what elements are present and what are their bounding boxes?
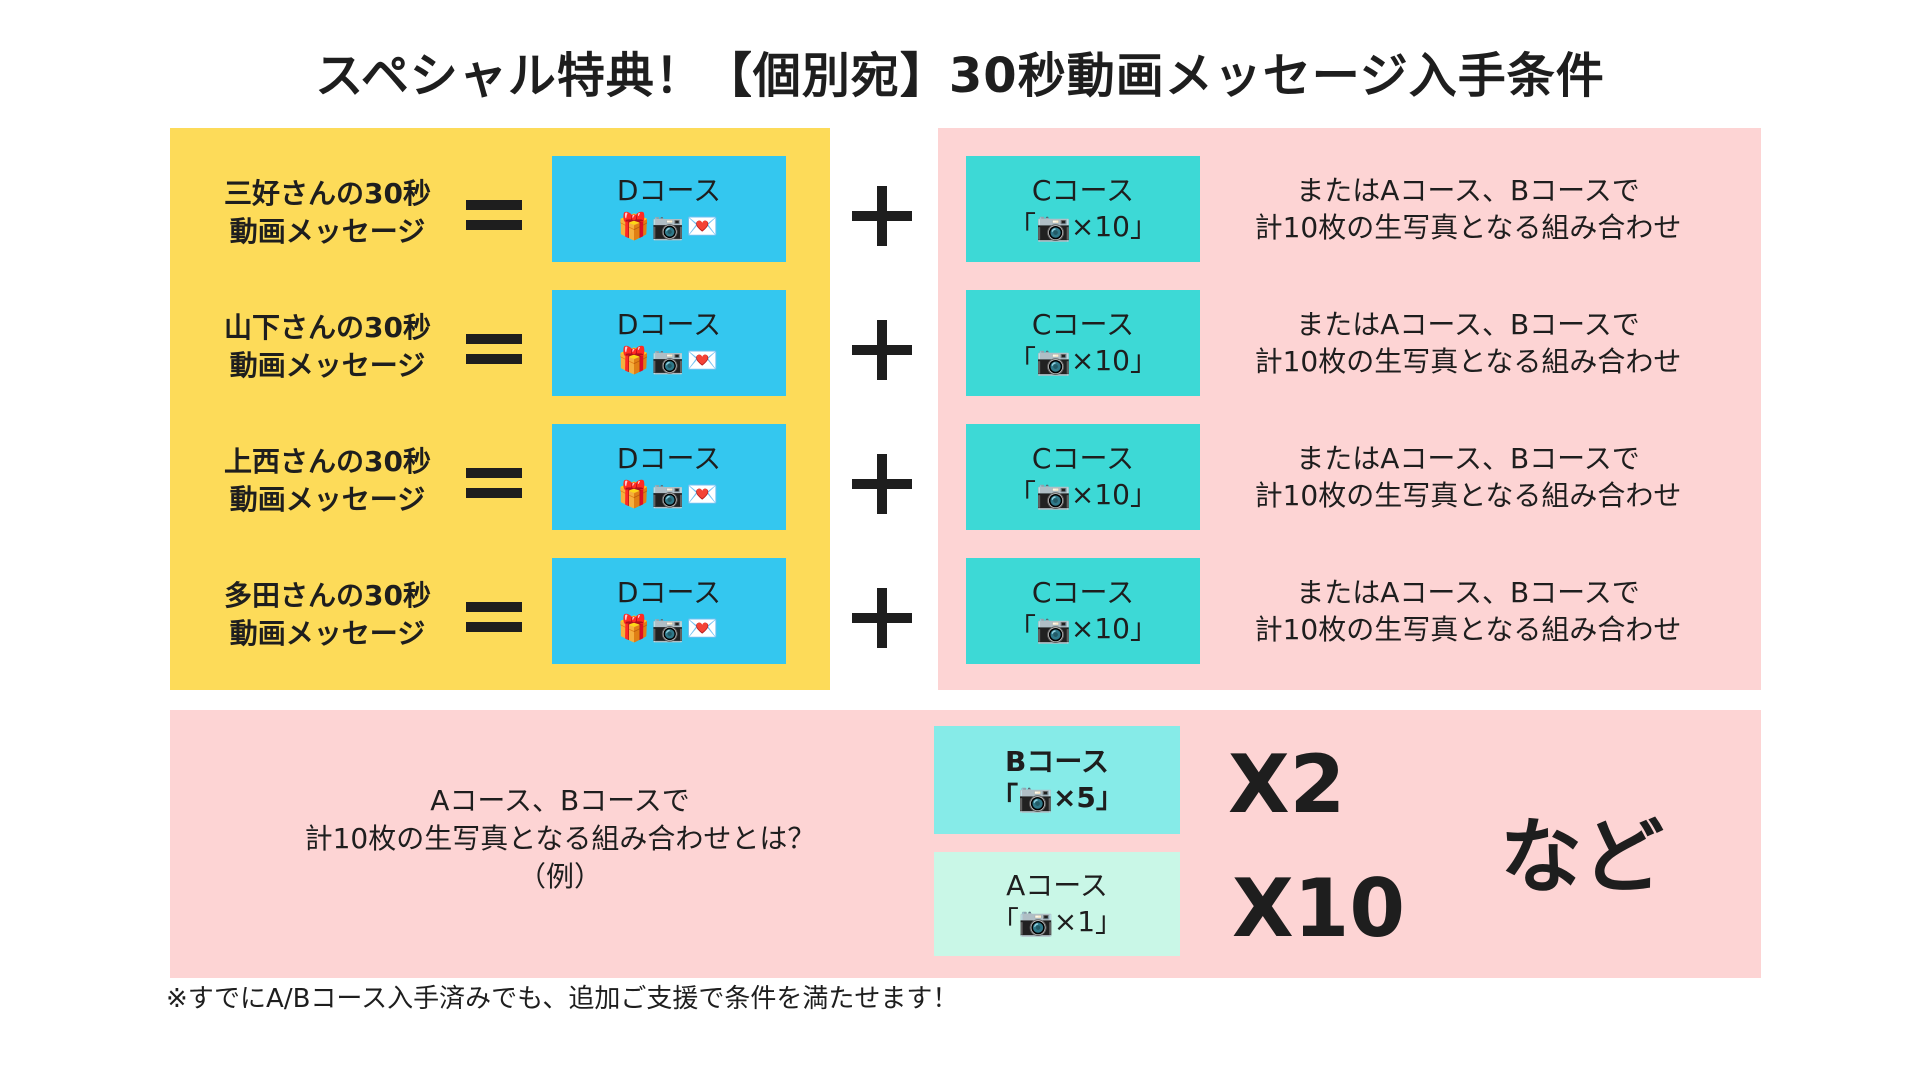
member-name: 山下さんの30秒 動画メッセージ xyxy=(224,311,431,382)
c-course-box: Cコース 「📷×10」 xyxy=(966,290,1200,396)
d-course-box: Dコース 🎁📷💌 xyxy=(552,558,786,664)
plus-sign xyxy=(852,186,912,246)
equals-sign xyxy=(466,320,522,374)
equals-sign xyxy=(466,186,522,240)
alternative-text: またはAコース、Bコースで 計10枚の生写真となる組み合わせ xyxy=(1254,442,1682,512)
alternative-text: またはAコース、Bコースで 計10枚の生写真となる組み合わせ xyxy=(1254,174,1682,244)
plus-sign xyxy=(852,454,912,514)
plus-sign xyxy=(852,320,912,380)
example-description: Aコース、Bコースで 計10枚の生写真となる組み合わせとは？ （例） xyxy=(304,784,816,893)
gift-camera-letter-icon: 🎁📷💌 xyxy=(617,614,721,644)
alternative-text: またはAコース、Bコースで 計10枚の生写真となる組み合わせ xyxy=(1254,308,1682,378)
gift-camera-letter-icon: 🎁📷💌 xyxy=(617,346,721,376)
d-course-box: Dコース 🎁📷💌 xyxy=(552,424,786,530)
etc-label: など xyxy=(1500,810,1665,905)
gift-camera-letter-icon: 🎁📷💌 xyxy=(617,212,721,242)
d-course-box: Dコース 🎁📷💌 xyxy=(552,156,786,262)
c-course-box: Cコース 「📷×10」 xyxy=(966,156,1200,262)
member-name: 上西さんの30秒 動画メッセージ xyxy=(224,445,431,516)
member-name: 多田さんの30秒 動画メッセージ xyxy=(224,579,431,650)
a-multiplier: X10 xyxy=(1232,862,1406,955)
gift-camera-letter-icon: 🎁📷💌 xyxy=(617,480,721,510)
alternative-text: またはAコース、Bコースで 計10枚の生写真となる組み合わせ xyxy=(1254,576,1682,646)
plus-sign xyxy=(852,588,912,648)
equals-sign xyxy=(466,454,522,508)
c-course-box: Cコース 「📷×10」 xyxy=(966,424,1200,530)
footnote: ※すでにA/Bコース入手済みでも、追加ご支援で条件を満たせます！ xyxy=(166,984,959,1014)
page-title: スペシャル特典！【個別宛】30秒動画メッセージ入手条件 xyxy=(315,48,1605,104)
member-name: 三好さんの30秒 動画メッセージ xyxy=(224,177,431,248)
a-course-box: Aコース 「📷×1」 xyxy=(934,852,1180,956)
c-course-box: Cコース 「📷×10」 xyxy=(966,558,1200,664)
equals-sign xyxy=(466,588,522,642)
b-multiplier: X2 xyxy=(1228,738,1346,831)
d-course-box: Dコース 🎁📷💌 xyxy=(552,290,786,396)
b-course-box: Bコース 「📷×5」 xyxy=(934,726,1180,834)
